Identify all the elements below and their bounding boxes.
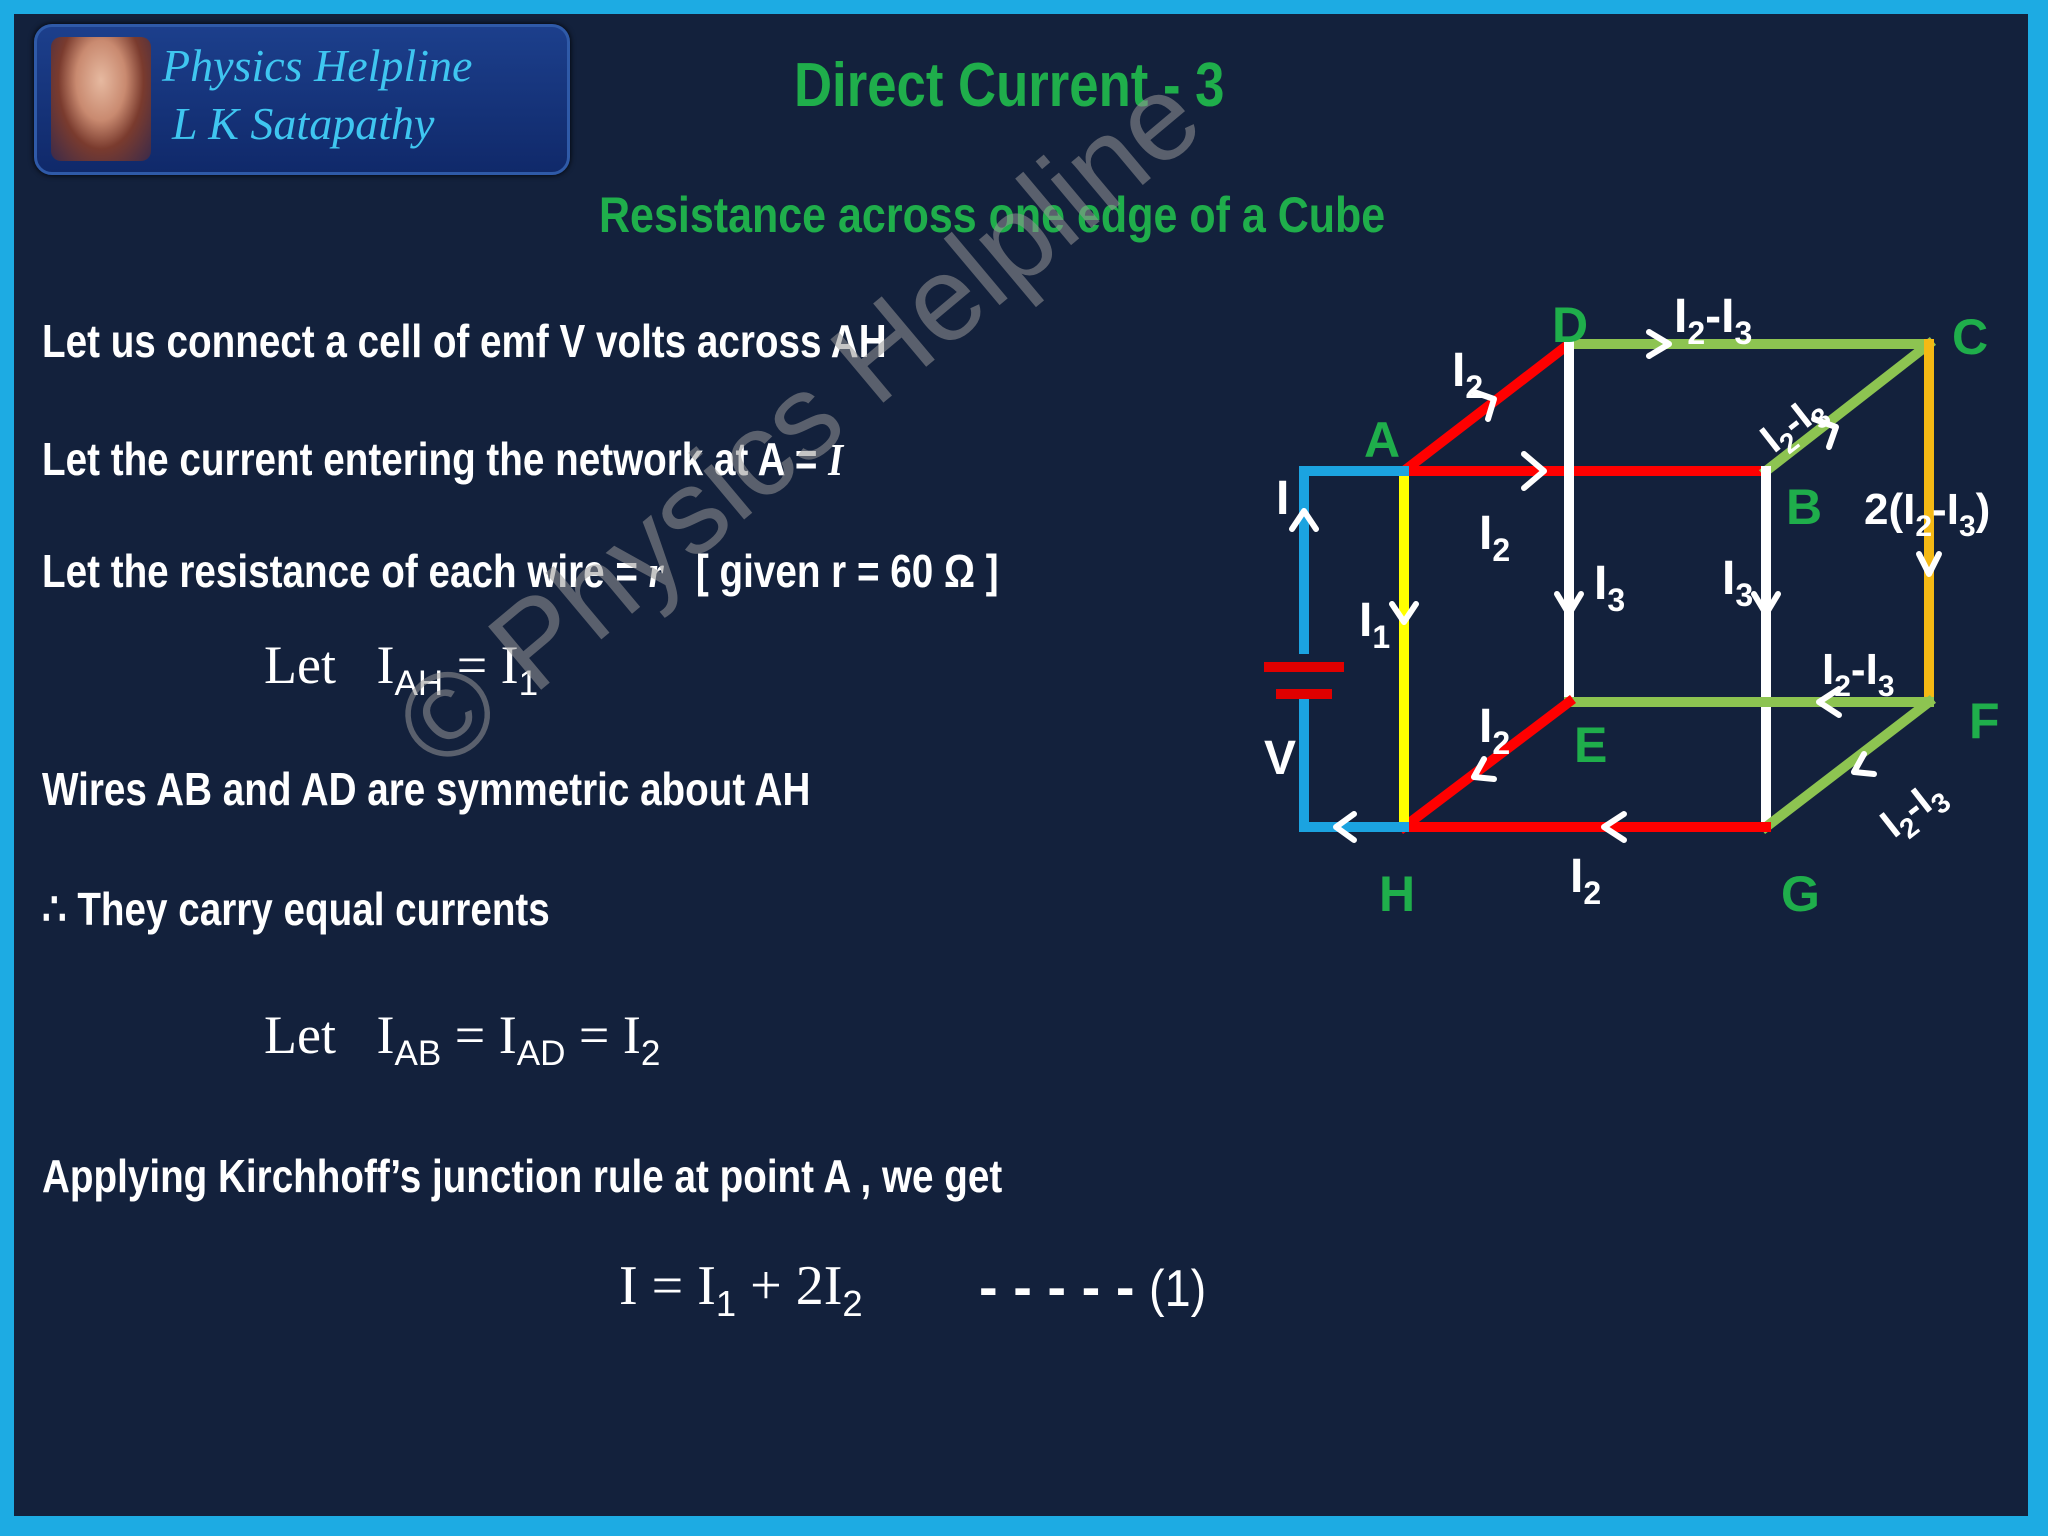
wire-bc [1758, 336, 1937, 479]
arrow-battery-h [1333, 811, 1357, 843]
battery-label-v: V [1264, 732, 1296, 785]
node-g: G [1781, 866, 1820, 922]
label-fg-i2-i3: I2-I3 [1872, 770, 1956, 851]
equation-number: (1) [1149, 1260, 1207, 1318]
node-a: A [1364, 412, 1400, 468]
arrow-dc [1646, 329, 1672, 359]
node-e: E [1574, 717, 1607, 773]
wire-eh [1396, 694, 1577, 835]
equation-final: I = I1 + 2I2 [619, 1255, 863, 1325]
label-ad-i2: I2 [1452, 344, 1483, 405]
arrow-eh [1471, 756, 1497, 782]
logo-line2: L K Satapathy [172, 98, 435, 149]
page-subtitle: Resistance across one edge of a Cube [599, 187, 1386, 243]
arrow-ab [1521, 451, 1547, 491]
wire-ad [1396, 336, 1577, 479]
arrow-bc [1811, 416, 1839, 450]
label-eh-i2: I2 [1479, 700, 1510, 761]
node-h: H [1379, 866, 1415, 922]
battery-lead-a [1299, 466, 1409, 654]
equation-dashes: - - - - - [979, 1255, 1135, 1318]
logo: Physics Helpline L K Satapathy [34, 24, 570, 175]
text-line-5: ∴ They carry equal currents [42, 883, 550, 935]
arrow-ah [1389, 601, 1419, 625]
label-bg-i3: I3 [1722, 552, 1753, 613]
wire-fg [1758, 694, 1937, 835]
equation-iah: Let IAH = I1 [264, 635, 539, 703]
node-c: C [1952, 309, 1988, 365]
text-line-4: Wires AB and AD are symmetric about AH [42, 763, 811, 815]
node-d: D [1552, 297, 1588, 353]
label-i: I [1276, 472, 1289, 525]
label-ab-i2: I2 [1479, 507, 1510, 568]
battery-plate-long [1264, 662, 1344, 672]
author-avatar [51, 37, 151, 161]
text-line-2: Let the current entering the network at … [42, 433, 844, 485]
arrow-battery-up [1289, 508, 1319, 532]
arrow-bg [1751, 591, 1781, 617]
label-cf-2-i2-i3: 2(I2-I3) [1864, 485, 1990, 543]
text-line-1: Let us connect a cell of emf V volts acr… [42, 315, 887, 367]
page-title: Direct Current - 3 [794, 51, 1225, 120]
logo-line1: Physics Helpline [162, 40, 473, 91]
label-de-i3: I3 [1594, 557, 1625, 618]
text-line-6: Applying Kirchhoff’s junction rule at po… [42, 1150, 1003, 1202]
cube-circuit-diagram: A B C D E F G H V I I1 I2 I2 I3 I3 I2 I2… [1264, 290, 2000, 922]
label-i1: I1 [1359, 594, 1390, 655]
label-gh-i2: I2 [1570, 850, 1601, 911]
arrow-de [1554, 591, 1584, 617]
label-bc-i2-i3: I2-I3 [1752, 385, 1836, 466]
arrow-gh [1601, 811, 1627, 843]
arrow-fg [1851, 751, 1877, 777]
slide: Physics Helpline L K Satapathy Direct Cu… [14, 14, 2028, 1516]
arrow-cf [1916, 551, 1942, 577]
text-line-3: Let the resistance of each wire = r [ gi… [42, 545, 999, 597]
node-f: F [1969, 693, 2000, 749]
battery-plate-short [1276, 689, 1332, 699]
arrow-ad [1471, 389, 1497, 422]
node-b: B [1786, 479, 1822, 535]
equation-iab-iad: Let IAB = IAD = I2 [264, 1005, 661, 1073]
arrow-fe [1816, 686, 1842, 718]
battery-lead-h [1299, 694, 1409, 832]
label-dc-i2-i3: I2-I3 [1674, 290, 1752, 351]
label-fe-i2-i3: I2-I3 [1822, 645, 1895, 703]
